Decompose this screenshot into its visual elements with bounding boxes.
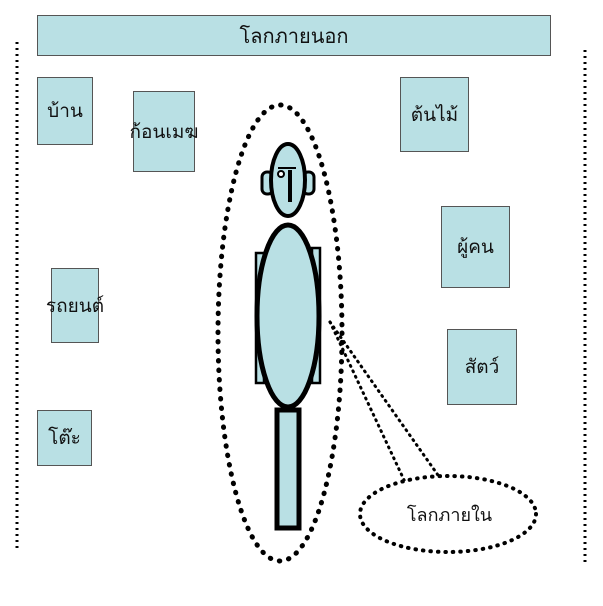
people-box: ผู้คน (441, 206, 510, 288)
cloud-box: ก้อนเมฆ (129, 91, 199, 172)
inner-world-ellipse (215, 102, 345, 564)
bubble-tail-line-2 (328, 320, 442, 480)
human-figure (254, 142, 322, 531)
tree-box: ต้นไม้ (400, 77, 469, 152)
table-box: โต๊ะ (37, 410, 92, 466)
animal-box: สัตว์ (447, 329, 517, 405)
legs (274, 407, 302, 531)
house-box: บ้าน (37, 77, 93, 145)
inner-world-bubble (358, 474, 538, 554)
outer-world-title: โลกภายนอก (37, 15, 551, 56)
inner-world-label: โลกภายใน (406, 505, 493, 526)
torso (254, 222, 322, 410)
bubble-tail-line-1 (328, 320, 407, 484)
left-eye (277, 170, 285, 178)
car-box: รถยนต์ (46, 268, 104, 343)
